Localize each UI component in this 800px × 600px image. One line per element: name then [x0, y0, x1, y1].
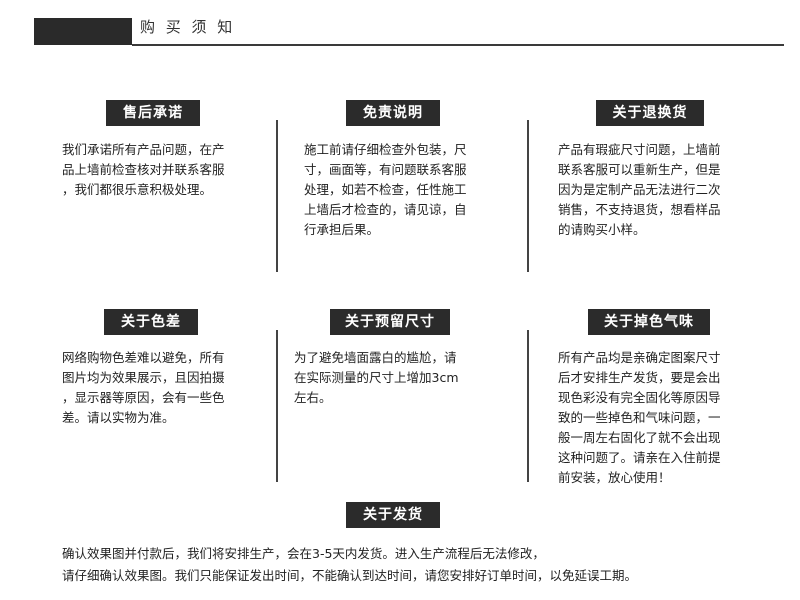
text-line: 请仔细确认效果图。我们只能保证发出时间，不能确认到达时间，请您安排好订单时间，以…	[62, 568, 638, 583]
section-body-after-sales: 我们承诺所有产品问题，在产 品上墙前检查核对并联系客服 ，我们都很乐意积极处理。	[62, 140, 272, 200]
text-line: 为了避免墙面露白的尴尬，请	[294, 350, 457, 365]
section-title-color-difference: 关于色差	[104, 309, 198, 335]
text-line: 后才安排生产发货，要是会出	[558, 370, 721, 385]
section-title-shipping: 关于发货	[346, 502, 440, 528]
header-accent-bar	[34, 18, 132, 45]
text-line: 产品有瑕疵尺寸问题，上墙前	[558, 142, 721, 157]
section-title-reserved-size: 关于预留尺寸	[330, 309, 450, 335]
text-line: 差。请以实物为准。	[62, 410, 175, 425]
section-body-returns: 产品有瑕疵尺寸问题，上墙前 联系客服可以重新生产，但是 因为是定制产品无法进行二…	[558, 140, 768, 240]
page-title: 购 买 须 知	[140, 18, 236, 36]
section-body-color-difference: 网络购物色差难以避免，所有 图片均为效果展示，且因拍摄 ，显示器等原因，会有一些…	[62, 348, 272, 428]
text-line: 行承担后果。	[304, 222, 380, 237]
text-line: 寸，画面等，有问题联系客服	[304, 162, 467, 177]
section-title-fading-odor: 关于掉色气味	[588, 309, 710, 335]
column-divider	[527, 330, 529, 482]
section-title-returns: 关于退换货	[596, 100, 704, 126]
text-line: 在实际测量的尺寸上增加3cm	[294, 370, 459, 385]
text-line: ，显示器等原因，会有一些色	[62, 390, 225, 405]
text-line: 前安装，放心使用！	[558, 470, 671, 485]
text-line: 现色彩没有完全固化等原因导	[558, 390, 721, 405]
text-line: 上墙后才检查的，请见谅，自	[304, 202, 467, 217]
text-line: 网络购物色差难以避免，所有	[62, 350, 225, 365]
section-body-fading-odor: 所有产品均是亲确定图案尺寸 后才安排生产发货，要是会出 现色彩没有完全固化等原因…	[558, 348, 770, 488]
text-line: 销售，不支持退货，想看样品	[558, 202, 721, 217]
text-line: 处理，如若不检查，任性施工	[304, 182, 467, 197]
column-divider	[527, 120, 529, 272]
section-body-disclaimer: 施工前请仔细检查外包装，尺 寸，画面等，有问题联系客服 处理，如若不检查，任性施…	[304, 140, 514, 240]
text-line: 所有产品均是亲确定图案尺寸	[558, 350, 721, 365]
text-line: 联系客服可以重新生产，但是	[558, 162, 721, 177]
section-title-after-sales: 售后承诺	[106, 100, 200, 126]
text-line: 致的一些掉色和气味问题，一	[558, 410, 721, 425]
text-line: 确认效果图并付款后，我们将安排生产，会在3-5天内发货。进入生产流程后无法修改，	[62, 546, 545, 561]
text-line: 我们承诺所有产品问题，在产	[62, 142, 225, 157]
text-line: ，我们都很乐意积极处理。	[62, 182, 213, 197]
section-title-disclaimer: 免责说明	[346, 100, 440, 126]
header-divider	[132, 44, 784, 46]
text-line: 左右。	[294, 390, 332, 405]
text-line: 的请购买小样。	[558, 222, 646, 237]
section-body-reserved-size: 为了避免墙面露白的尴尬，请 在实际测量的尺寸上增加3cm 左右。	[294, 348, 514, 408]
text-line: 因为是定制产品无法进行二次	[558, 182, 721, 197]
text-line: 图片均为效果展示，且因拍摄	[62, 370, 225, 385]
text-line: 施工前请仔细检查外包装，尺	[304, 142, 467, 157]
column-divider	[276, 120, 278, 272]
text-line: 般一周左右固化了就不会出现	[558, 430, 721, 445]
column-divider	[276, 330, 278, 482]
text-line: 这种问题了。请亲在入住前提	[558, 450, 721, 465]
section-body-shipping: 确认效果图并付款后，我们将安排生产，会在3-5天内发货。进入生产流程后无法修改，…	[62, 543, 782, 587]
text-line: 品上墙前检查核对并联系客服	[62, 162, 225, 177]
